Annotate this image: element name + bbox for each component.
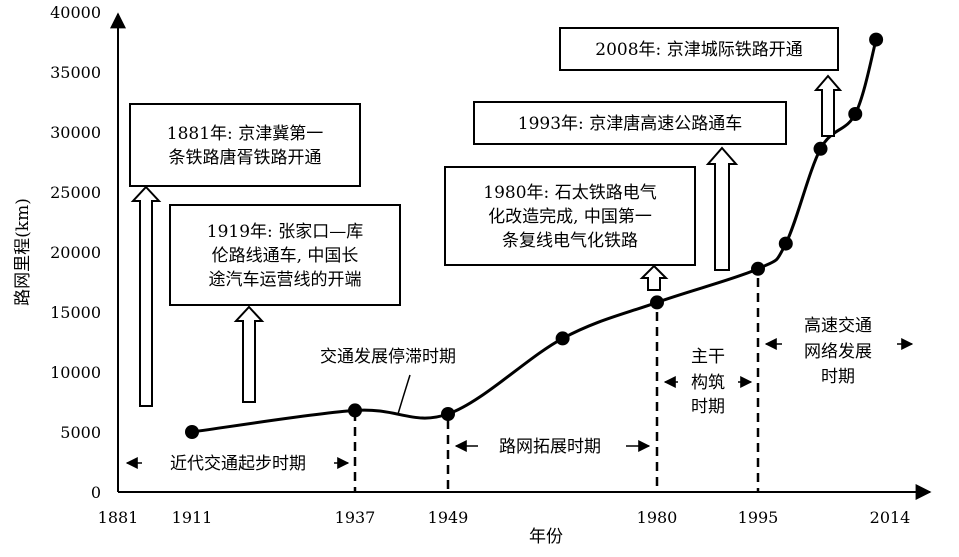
annotation-text: 伦路线通车, 中国长: [212, 246, 359, 266]
period-label: 网络发展: [804, 342, 872, 362]
data-point: [441, 407, 455, 421]
x-tick-label: 1980: [637, 508, 678, 527]
period-label: 近代交通起步时期: [170, 454, 306, 474]
annotation-text: 1881年: 京津冀第一: [167, 124, 323, 144]
period-label: 交通发展停滞时期: [320, 347, 456, 367]
y-tick-label: 10000: [50, 363, 101, 382]
period-label: 时期: [821, 367, 855, 387]
annotation-box: [169, 204, 401, 306]
annotation-text: 条复线电气化铁路: [502, 231, 638, 251]
data-point: [650, 295, 664, 310]
y-tick-label: 5000: [60, 423, 101, 442]
period-label: 高速交通: [804, 316, 872, 336]
data-point: [555, 331, 570, 346]
up-arrow: [705, 146, 739, 271]
data-point: [348, 403, 362, 418]
x-tick-label: 1881: [98, 508, 139, 527]
annotation-box: [559, 27, 839, 71]
annotation-text: 条铁路唐胥铁路开通: [169, 147, 322, 168]
data-point: [869, 32, 884, 47]
annotation-box: [129, 103, 361, 187]
period-label: 主干: [691, 347, 725, 367]
y-tick-label: 25000: [50, 183, 101, 202]
annotation-text: 1919年: 张家口—库: [207, 222, 363, 242]
y-tick-label: 40000: [50, 3, 101, 22]
up-arrow: [813, 74, 843, 137]
annotation-text: 化改造完成, 中国第一: [488, 207, 652, 227]
x-tick-label: 2014: [870, 508, 911, 527]
data-point: [813, 141, 828, 156]
y-axis-title: 路网里程(km): [13, 198, 33, 306]
x-tick-label: 1911: [172, 508, 213, 527]
data-point: [185, 425, 199, 439]
annotation-text: 1980年: 石太铁路电气: [483, 183, 656, 203]
data-point: [848, 107, 863, 121]
period-label: 构筑: [691, 373, 725, 393]
data-point: [778, 236, 793, 251]
annotation-box: [473, 101, 787, 145]
annotation-text: 2008年: 京津城际铁路开通: [595, 40, 802, 60]
data-point: [751, 261, 765, 276]
up-arrow: [130, 185, 162, 407]
y-tick-label: 0: [91, 483, 101, 502]
x-tick-label: 1949: [428, 508, 469, 527]
x-tick-label: 1995: [738, 508, 779, 527]
up-arrow: [639, 264, 669, 291]
period-label: 路网拓展时期: [499, 437, 601, 457]
x-axis-title: 年份: [529, 527, 563, 547]
y-tick-label: 15000: [50, 303, 101, 322]
up-arrow: [233, 305, 265, 403]
y-tick-label: 30000: [50, 123, 101, 142]
period-label: 时期: [691, 397, 725, 417]
period-leader-line: [397, 374, 411, 415]
annotation-text: 途汽车运营线的开端: [209, 270, 362, 290]
annotation-box: [444, 166, 696, 266]
annotation-text: 1993年: 京津唐高速公路通车: [518, 113, 742, 134]
x-tick-label: 1937: [335, 508, 376, 527]
y-tick-label: 35000: [50, 63, 101, 82]
y-tick-label: 20000: [50, 243, 101, 262]
